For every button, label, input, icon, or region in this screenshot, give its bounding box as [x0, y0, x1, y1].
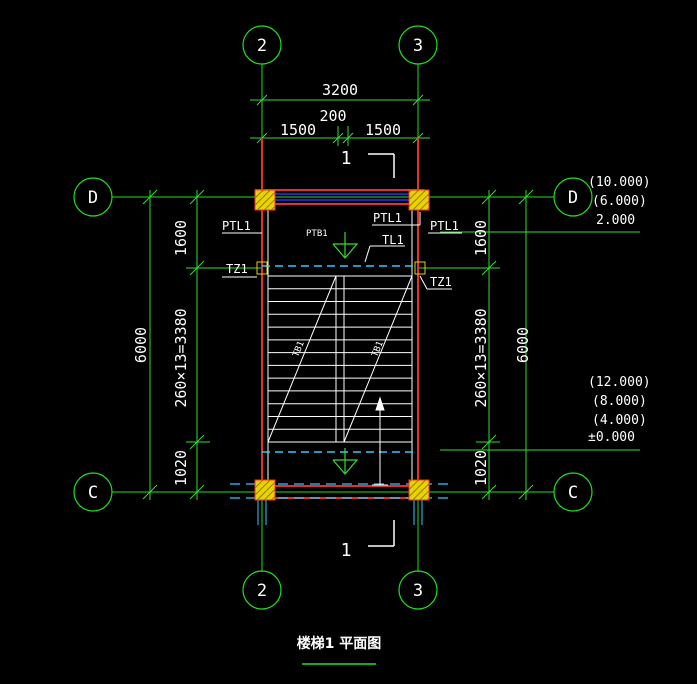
ptl1-left-label: PTL1: [222, 219, 251, 233]
dim-top: [250, 94, 430, 146]
dim-right-top: 1600: [472, 220, 490, 256]
axis-bubble-right-d: D: [553, 177, 593, 217]
column-top-left: [254, 189, 276, 211]
wall-inner-lines: [267, 204, 413, 486]
axis-label-left-d: D: [88, 188, 98, 208]
axis-bubble-bottom-3: 3: [398, 570, 438, 610]
dim-right: [418, 189, 640, 500]
column-bottom-left: [254, 479, 276, 501]
elev-upper-2: (6.000): [592, 194, 647, 209]
axis-bubble-top-2: 2: [242, 25, 282, 65]
drawing-title: 楼梯1 平面图: [297, 635, 382, 652]
elev-upper-1: (10.000): [588, 175, 651, 190]
section-cut-marks: [368, 153, 395, 547]
elevation-triangle-bottom: [332, 448, 359, 475]
tb1-right-label: TB1: [370, 340, 385, 359]
axis-bubble-left-d: D: [73, 177, 113, 217]
column-bottom-right: [408, 479, 430, 501]
elev-upper-3: 2.000: [596, 213, 635, 228]
tb1-left-label: TB1: [291, 340, 306, 359]
tl1-label: TL1: [382, 233, 404, 247]
stair-walls: [255, 138, 425, 500]
dim-left-total: 6000: [132, 327, 150, 363]
columns: [254, 189, 430, 501]
elevations-lower: (12.000) (8.000) (4.000) ±0.000: [588, 375, 651, 445]
stair-treads: [268, 275, 412, 443]
dim-right-flight: 1500: [365, 121, 401, 139]
dim-left: [142, 189, 262, 500]
section-label-top: 1: [341, 148, 352, 169]
axis-bubble-left-c: C: [73, 472, 113, 512]
elev-lower-2: (8.000): [592, 394, 647, 409]
leaders: [222, 212, 462, 290]
tz1-right-label: TZ1: [430, 275, 452, 289]
dim-left-flight: 1500: [280, 121, 316, 139]
flight-details: [267, 275, 413, 443]
ptl1-right-label: PTL1: [430, 219, 459, 233]
axis-bubble-bottom-2: 2: [242, 570, 282, 610]
dim-right-total: 6000: [514, 327, 532, 363]
up-arrow: [372, 396, 388, 486]
tz1-left: [256, 261, 268, 275]
dim-right-bottom: 1020: [472, 450, 490, 486]
tz1-right: [414, 261, 426, 275]
column-top-right: [408, 189, 430, 211]
ptl1-center-label: PTL1: [373, 211, 402, 225]
axis-label-right-c: C: [568, 483, 578, 503]
axis-label-left-c: C: [88, 483, 98, 503]
dim-left-bottom: 1020: [172, 450, 190, 486]
axis-label-top-3: 3: [413, 36, 423, 56]
axis-bubble-right-c: C: [553, 472, 593, 512]
dim-left-top: 1600: [172, 220, 190, 256]
elev-lower-3: (4.000): [592, 413, 647, 428]
elev-lower-1: (12.000): [588, 375, 651, 390]
section-label-bottom: 1: [341, 540, 352, 561]
elev-lower-4: ±0.000: [588, 430, 635, 445]
tz1-left-label: TZ1: [226, 262, 248, 276]
ptb1-label: PTB1: [306, 229, 328, 239]
axis-label-right-d: D: [568, 188, 578, 208]
elevation-triangle-top: [332, 232, 359, 259]
axis-label-bottom-2: 2: [257, 581, 267, 601]
dim-left-mid: 260×13=3380: [172, 308, 190, 407]
axis-bubble-top-3: 3: [398, 25, 438, 65]
dim-right-mid: 260×13=3380: [472, 308, 490, 407]
dim-overall-width: 3200: [322, 81, 358, 99]
dim-gap: 200: [319, 107, 346, 125]
axis-label-bottom-3: 3: [413, 581, 423, 601]
axis-label-top-2: 2: [257, 36, 267, 56]
elevations-upper: (10.000) (6.000) 2.000: [588, 175, 651, 228]
